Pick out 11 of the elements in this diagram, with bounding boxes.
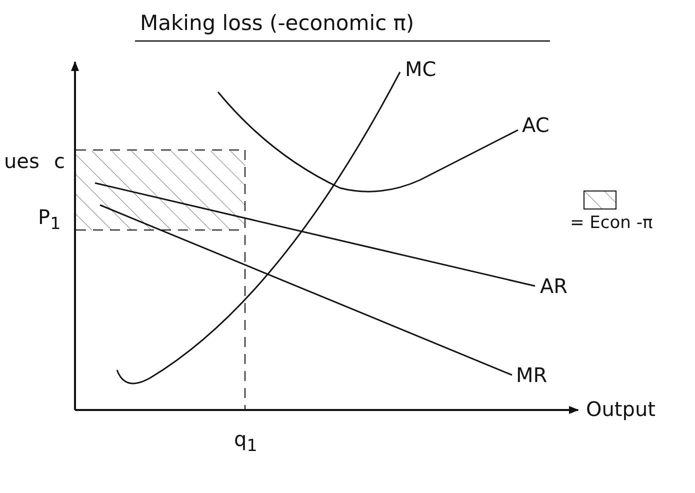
curve-label: MC <box>405 58 436 80</box>
chart-title: Making loss (-economic π) <box>140 12 414 36</box>
legend-label: = Econ -π <box>570 214 653 233</box>
curve-label: AC <box>522 114 550 136</box>
axis-label: Output <box>586 398 656 420</box>
axis-label: q$_{1}$ <box>234 428 258 456</box>
curve-label: MR <box>516 364 548 386</box>
axis-label: ues <box>4 150 40 172</box>
axis-label: P$_{1}$ <box>38 206 61 234</box>
axis-label: c <box>54 150 65 172</box>
curve-label: AR <box>540 275 568 297</box>
